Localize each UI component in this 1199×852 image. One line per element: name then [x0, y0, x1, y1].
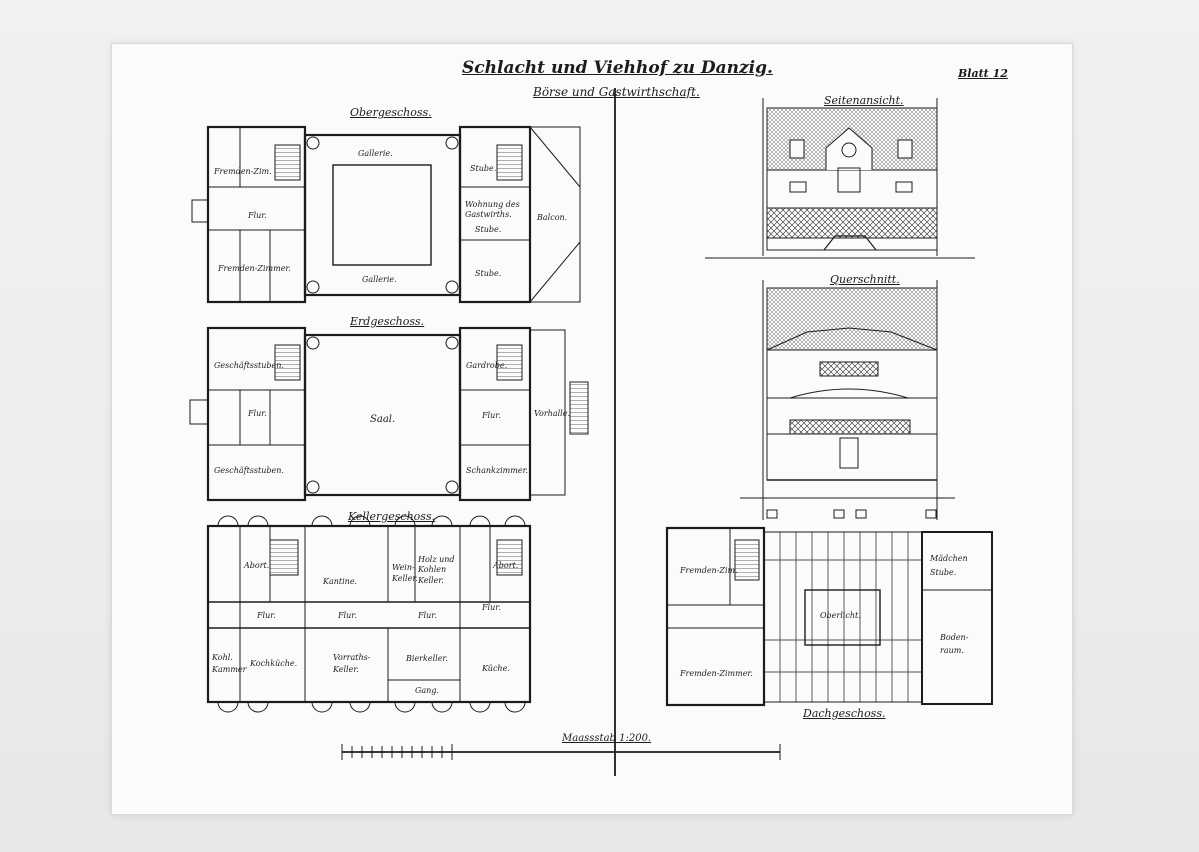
roof-floor-plan [665, 526, 993, 707]
room-label: Mädchen Stube. [930, 554, 968, 578]
side-view-heading: Seitenansicht. [824, 94, 904, 107]
room-label: Stube. [475, 269, 502, 278]
room-label: Flur. [482, 411, 501, 420]
room-label: Stube. [475, 225, 502, 234]
room-label: Oberlicht. [820, 611, 861, 620]
upper-floor-plan [191, 125, 581, 304]
room-label: Fremden-Zim. [680, 566, 738, 575]
room-label: Flur. [248, 409, 267, 418]
room-label: Geschäftsstuben. [214, 361, 284, 370]
room-label: Bierkeller. [406, 654, 448, 663]
room-label: Gardrobe. [466, 361, 508, 370]
ground-floor-plan [189, 326, 589, 502]
room-label: Stube. [470, 164, 497, 173]
room-label: Kochküche. [250, 659, 298, 668]
room-label: Flur. [248, 211, 267, 220]
upper-floor-heading: Obergeschoss. [350, 106, 432, 119]
room-label: Flur. [257, 611, 276, 620]
room-label: Wohnung des Gastwirths. [465, 200, 520, 219]
room-label: Küche. [482, 664, 510, 673]
room-label: Gallerie. [358, 149, 393, 158]
basement-plan [206, 515, 532, 713]
room-label: Fremden-Zimmer. [680, 669, 753, 678]
basement-heading: Kellergeschoss. [348, 510, 436, 523]
room-label: Flur. [338, 611, 357, 620]
room-label: Fremden-Zimmer. [218, 264, 291, 273]
room-label: Abort. [244, 561, 270, 570]
room-label: Flur. [482, 603, 501, 612]
sheet-subtitle: Börse und Gastwirthschaft. [533, 85, 700, 99]
cross-section-heading: Querschnitt. [830, 273, 900, 286]
room-label: Saal. [370, 414, 396, 425]
room-label: Fremden-Zim. [214, 167, 272, 176]
room-label: Vorraths-Keller. [333, 653, 371, 674]
cross-section [740, 280, 955, 520]
room-label: Wein-Keller. [392, 563, 418, 584]
room-label: Flur. [418, 611, 437, 620]
drawing-sheet [112, 44, 1072, 814]
room-label: Holz und Kohlen Keller. [418, 555, 455, 585]
roof-floor-heading: Dachgeschoss. [803, 707, 886, 720]
sheet-title: Schlacht und Viehhof zu Danzig. [462, 58, 773, 78]
room-label: Gang. [415, 686, 439, 695]
room-label: Kantine. [323, 577, 358, 586]
room-label: Balcon. [537, 213, 568, 222]
room-label: Geschäftsstuben. [214, 466, 284, 475]
scale-label: Maassstab 1:200. [562, 733, 652, 744]
room-label: Abort. [493, 561, 519, 570]
room-label: Gallerie. [362, 275, 397, 284]
room-label: Boden-raum. [940, 633, 969, 655]
ground-floor-heading: Erdgeschoss. [350, 315, 425, 328]
room-label: Vorhalle. [534, 409, 570, 418]
sheet-number-label: Blatt 12 [958, 67, 1008, 80]
room-label: Kohl. Kammer [212, 653, 247, 674]
room-label: Schankzimmer. [466, 466, 529, 475]
side-elevation [705, 98, 975, 259]
scale-bar [341, 744, 781, 760]
